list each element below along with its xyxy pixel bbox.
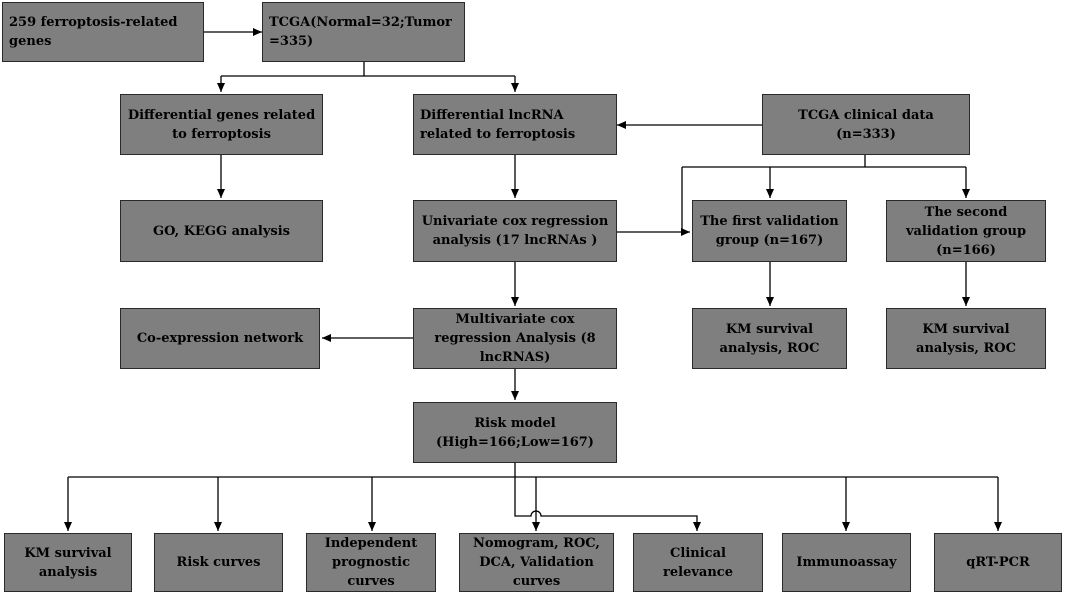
node-second-validation: The second validation group (n=166) (886, 200, 1046, 262)
node-risk-curves: Risk curves (154, 533, 283, 592)
edge-clinical-split (682, 155, 966, 168)
edge-univariate-to-first (617, 167, 690, 232)
node-diff-lncrna: Differential lncRNA related to ferroptos… (413, 94, 617, 155)
node-km-roc-second: KM survival analysis, ROC (886, 308, 1046, 369)
edge-tcga-split (221, 62, 515, 77)
node-independent-prognostic: Independent prognostic curves (306, 533, 436, 592)
node-diff-genes: Differential genes related to ferroptosi… (120, 94, 323, 155)
node-go-kegg: GO, KEGG analysis (120, 200, 323, 262)
node-tcga: TCGA(Normal=32;Tumor =335) (262, 2, 465, 62)
node-coexpression: Co-expression network (120, 308, 320, 369)
node-univariate: Univariate cox regression analysis (17 l… (413, 200, 617, 262)
node-tcga-clinical: TCGA clinical data (n=333) (762, 94, 970, 155)
node-first-validation: The first validation group (n=167) (692, 200, 847, 262)
node-multivariate: Multivariate cox regression Analysis (8 … (413, 308, 617, 369)
node-clinical-relevance: Clinical relevance (633, 533, 763, 592)
node-risk-model: Risk model (High=166;Low=167) (413, 402, 617, 463)
edge-risk-to-clinical (514, 477, 701, 531)
node-immunoassay: Immunoassay (782, 533, 911, 592)
node-km-survival: KM survival analysis (4, 533, 132, 592)
node-km-roc-first: KM survival analysis, ROC (692, 308, 847, 369)
node-nomogram: Nomogram, ROC, DCA, Validation curves (459, 533, 614, 592)
node-qrt-pcr: qRT-PCR (934, 533, 1062, 592)
edge-risk-fanout-bus (68, 463, 998, 478)
node-ferroptosis-genes: 259 ferroptosis-related genes (2, 2, 204, 62)
